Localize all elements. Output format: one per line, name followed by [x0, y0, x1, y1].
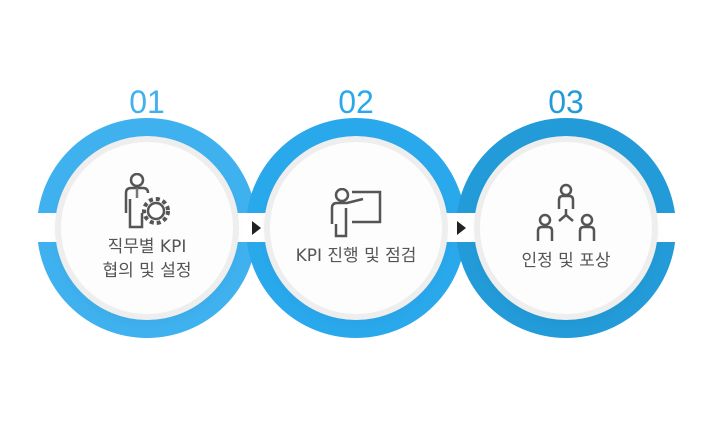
label-line-1: 직무별 KPI — [107, 237, 187, 257]
step-1: 직무별 KPI 협의 및 설정 — [61, 142, 233, 314]
step-2-label: KPI 진행 및 점검 — [296, 244, 417, 268]
label-line-1: KPI 진행 및 점검 — [295, 246, 417, 266]
label-line-2: 협의 및 설정 — [102, 261, 192, 281]
step-3-number: 03 — [548, 84, 584, 120]
step-2-number: 02 — [338, 84, 374, 120]
arrow-right-icon — [457, 221, 466, 235]
presenter-board-icon — [328, 188, 384, 238]
step-3-label: 인정 및 포상 — [521, 249, 610, 273]
step-2: KPI 진행 및 점검 — [270, 142, 442, 314]
label-line-1: 인정 및 포상 — [521, 251, 611, 271]
team-hierarchy-icon — [533, 183, 599, 243]
arrow-right-icon — [252, 221, 261, 235]
step-1-label: 직무별 KPI 협의 및 설정 — [102, 235, 191, 283]
person-gear-icon — [122, 173, 172, 229]
step-3: 인정 및 포상 — [480, 142, 652, 314]
step-1-number: 01 — [129, 84, 165, 120]
